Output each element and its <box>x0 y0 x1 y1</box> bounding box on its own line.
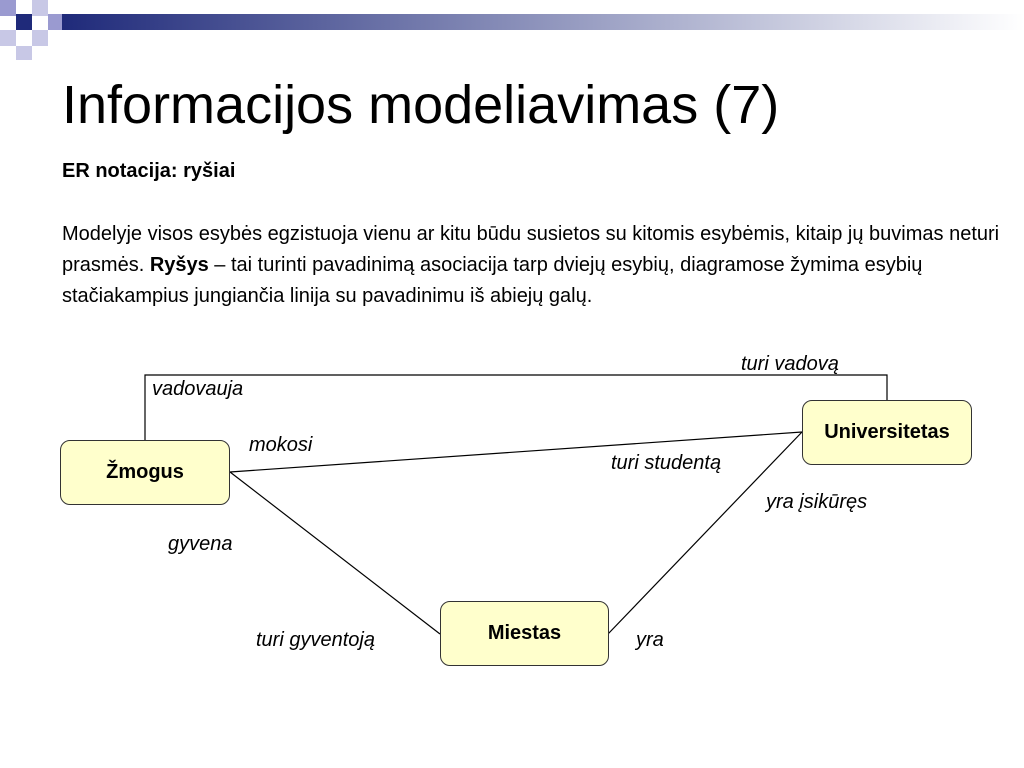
relationship-line-gyvena <box>229 471 441 635</box>
paragraph-bold-term: Ryšys <box>149 254 209 276</box>
role-mokosi: mokosi <box>249 434 313 456</box>
role-turi-vadova: turi vadovą <box>741 353 839 375</box>
role-turi-studenta: turi studentą <box>611 452 722 474</box>
header-decoration <box>0 0 1024 60</box>
relationship-line-vadovauja <box>144 374 888 440</box>
paragraph-text-1: Modelyje visos esybės egzistuoja vienu a… <box>62 223 1000 276</box>
relationship-line-yra <box>607 431 803 635</box>
body-paragraph: Modelyje visos esybės egzistuoja vienu a… <box>62 219 1012 312</box>
role-vadovauja: vadovauja <box>152 378 244 400</box>
role-yra: yra <box>636 629 664 651</box>
role-yra-isikures: yra įsikūręs <box>766 491 868 513</box>
role-gyvena: gyvena <box>168 533 233 555</box>
slide-subtitle: ER notacija: ryšiai <box>62 160 236 182</box>
paragraph-text-2: – tai turinti pavadinimą asociacija tarp… <box>62 254 923 307</box>
entity-universitetas[interactable]: Universitetas <box>802 400 972 465</box>
slide-title: Informacijos modeliavimas (7) <box>62 75 780 135</box>
relationship-line-mokosi <box>229 431 803 473</box>
entity-zmogus[interactable]: Žmogus <box>60 440 230 505</box>
role-turi-gyventoja: turi gyventoją <box>256 629 375 651</box>
entity-miestas[interactable]: Miestas <box>440 601 609 666</box>
